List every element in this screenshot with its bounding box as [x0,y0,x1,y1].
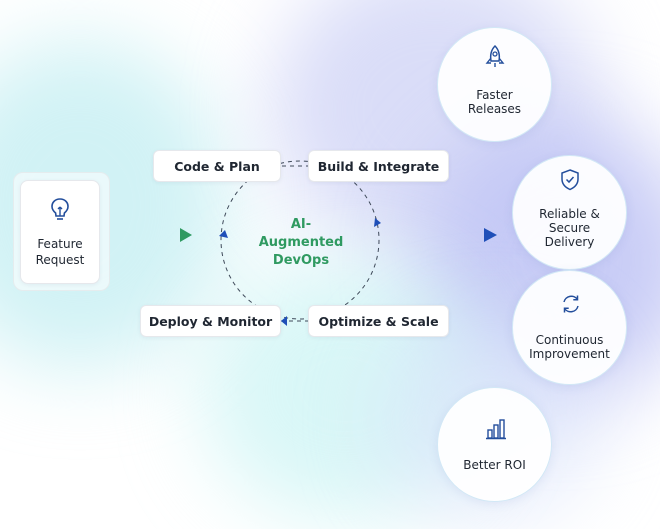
feature-request-line-1: Feature [37,237,83,251]
shield-check-icon [561,169,579,191]
lightbulb-icon [51,198,69,220]
outcome-continuous-improvement: Continuous Improvement [512,270,627,385]
outcome-reliable-label: Reliable & Secure Delivery [513,207,626,249]
outcome-reliable-line-1: Reliable & [539,207,600,221]
center-title: AI- Augmented DevOps [241,216,361,270]
outcome-faster-line-1: Faster [476,88,513,102]
outcome-roi-label: Better ROI [438,458,551,472]
center-title-line-2: Augmented [258,235,344,250]
output-arrowhead [484,228,497,242]
outcome-better-roi: Better ROI [437,387,552,502]
feature-request-card [20,180,100,284]
outcome-reliable-secure-delivery: Reliable & Secure Delivery [512,155,627,270]
feature-request-label: Feature Request [20,236,100,268]
stage-code-plan: Code & Plan [153,150,281,182]
stage-optimize-scale: Optimize & Scale [308,305,449,337]
outcome-reliable-line-3: Delivery [544,235,595,249]
cycle-loop [220,160,380,320]
bar-chart-icon [486,419,506,440]
cycle-arrowhead-left [219,230,228,238]
center-title-line-1: AI- [290,217,312,232]
outcome-continuous-line-2: Improvement [529,347,610,361]
feature-request-line-2: Request [35,253,85,267]
deploy-arrowhead [281,316,287,326]
outcome-roi-line-1: Better ROI [463,458,526,472]
outcome-faster-releases: Faster Releases [437,27,552,142]
outcome-continuous-line-1: Continuous [535,333,604,347]
outcome-reliable-line-2: Secure [548,221,591,235]
outcome-continuous-label: Continuous Improvement [513,333,626,361]
rocket-icon [485,44,505,67]
outcome-faster-label: Faster Releases [438,88,551,116]
stage-build-integrate: Build & Integrate [308,150,449,182]
outcome-faster-line-2: Releases [467,102,522,116]
input-arrowhead [180,228,192,242]
stage-deploy-monitor: Deploy & Monitor [140,305,281,337]
refresh-icon [563,295,579,313]
center-title-line-3: DevOps [272,253,330,268]
cycle-arrowhead-right [374,218,381,227]
